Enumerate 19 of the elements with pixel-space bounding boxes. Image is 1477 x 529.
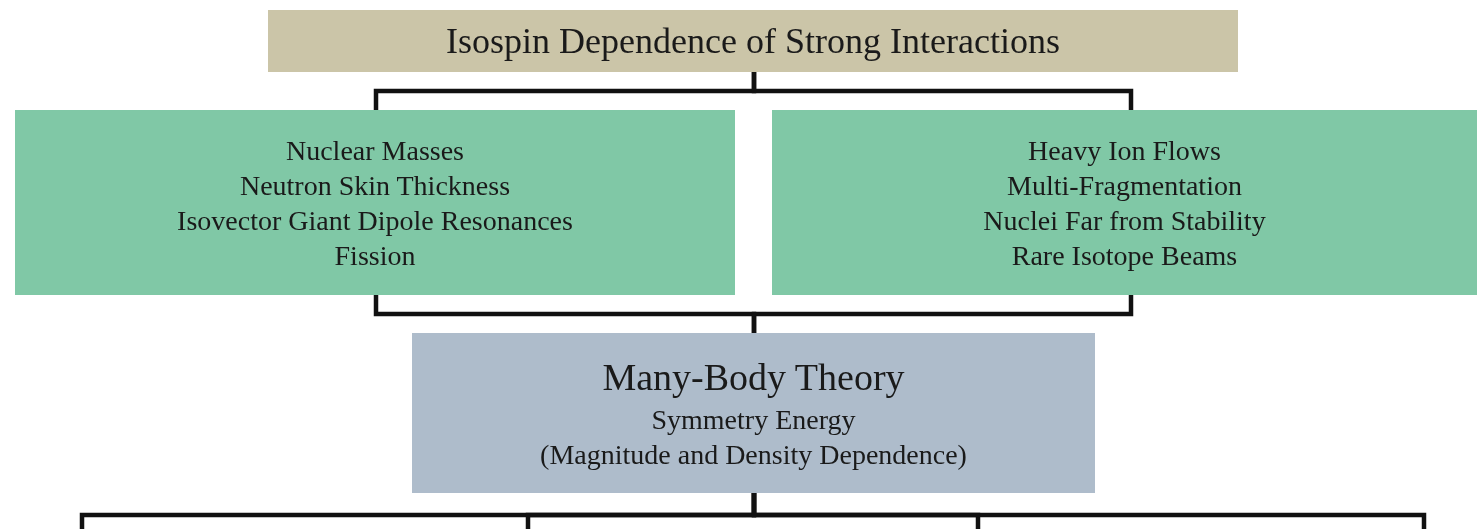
topic-text: (Magnitude and Density Dependence) — [540, 437, 967, 472]
topic-text: Symmetry Energy — [651, 402, 856, 437]
connector-line — [751, 295, 1134, 333]
topic-text: Heavy Ion Flows — [1028, 133, 1221, 168]
heading-text: Many-Body Theory — [602, 355, 905, 401]
topic-box — [15, 110, 735, 295]
heading-text: Isospin Dependence of Strong Interactions — [446, 19, 1060, 63]
topic-text: Nuclear Masses — [285, 133, 465, 168]
topic-box — [772, 110, 1477, 295]
topic-text: Nuclei Far from Stability — [983, 203, 1266, 238]
topic-text: Rare Isotope Beams — [1011, 238, 1238, 273]
topic-text: Neutron Skin Thickness — [239, 168, 511, 203]
connector-line — [751, 72, 1134, 110]
connector-line — [751, 493, 1427, 529]
topic-text: Fission — [334, 238, 416, 273]
title-box — [268, 10, 1238, 72]
topic-box — [412, 333, 1095, 493]
topic-text: Isovector Giant Dipole Resonances — [177, 203, 573, 238]
topic-text: Multi-Fragmentation — [1007, 168, 1242, 203]
